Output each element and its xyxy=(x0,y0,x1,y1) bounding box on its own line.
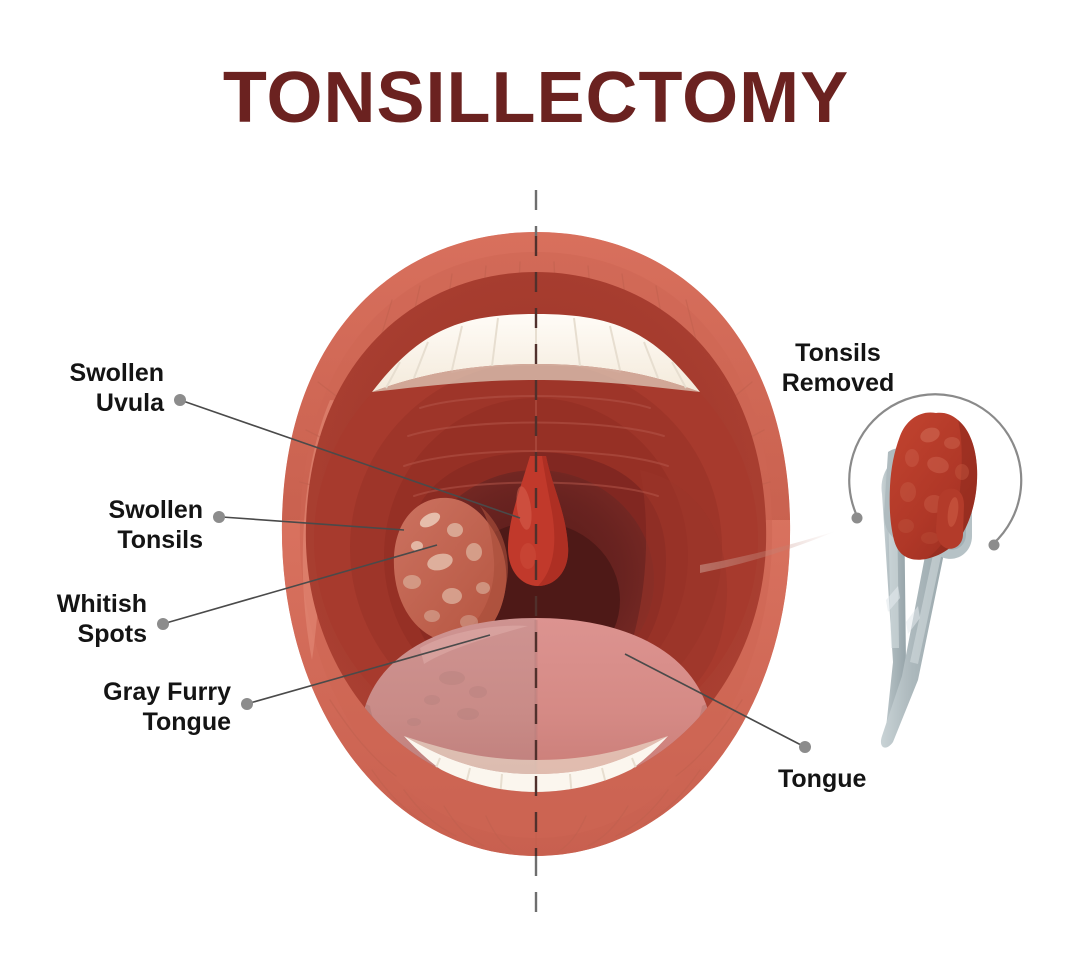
whitish-spot xyxy=(476,582,490,594)
tongue-right-normal xyxy=(536,618,710,790)
removed-tonsil-nodules xyxy=(898,427,969,544)
tongue-left-gray-furry xyxy=(362,618,536,790)
uvula-highlight xyxy=(516,486,532,530)
label-whitish-spots-line1: Whitish xyxy=(57,590,147,618)
leader-line-whitish-spots xyxy=(165,544,438,624)
label-whitish-spots-line2: Spots xyxy=(78,620,147,648)
leader-dot-swollen-uvula xyxy=(174,394,186,406)
inset-connector-line xyxy=(700,531,836,573)
removed-tonsil-shadow xyxy=(926,420,978,559)
label-whitish-spots: Whitish Spots xyxy=(57,590,147,648)
leader-line-tongue xyxy=(624,653,804,747)
uvula-highlight-lower xyxy=(520,543,536,569)
label-swollen-uvula: Swollen Uvula xyxy=(70,359,166,417)
forceps-arm-right-highlight xyxy=(910,522,948,664)
inset-bracket-arc xyxy=(848,393,1023,546)
removed-tonsil-lobe-highlight xyxy=(947,497,959,527)
label-gray-furry-tongue-line2: Tongue xyxy=(143,708,231,736)
leader-dot-tongue xyxy=(799,741,811,753)
label-swollen-uvula-line2: Uvula xyxy=(96,389,165,417)
label-gray-furry-tongue: Gray Furry Tongue xyxy=(103,678,231,736)
whitish-spot xyxy=(419,512,441,528)
label-tongue-line1: Tongue xyxy=(778,765,866,793)
tongue-highlight xyxy=(420,625,528,664)
swollen-tonsil-shadow xyxy=(446,506,508,644)
label-tonsils-removed-line1: Tonsils xyxy=(795,339,881,367)
whitish-spot xyxy=(427,553,453,571)
forceps-arm-left-streak xyxy=(886,586,900,612)
inset-bracket-dot-right xyxy=(988,539,1000,551)
forceps-arm-right-streak xyxy=(906,606,920,634)
uvula-shadow xyxy=(538,456,569,586)
label-swollen-tonsils: Swollen Tonsils xyxy=(109,496,203,554)
leader-line-swollen-tonsils xyxy=(221,516,405,531)
leader-dot-swollen-tonsils xyxy=(213,511,225,523)
whitish-spot xyxy=(442,588,462,604)
whitish-spot xyxy=(447,523,463,537)
label-gray-furry-tongue-line1: Gray Furry xyxy=(103,678,231,706)
label-swollen-tonsils-line1: Swollen xyxy=(109,496,203,524)
inset-bracket-dot-left xyxy=(851,512,863,524)
tongue-furry-texture xyxy=(407,671,487,726)
leader-dot-whitish-spots xyxy=(157,618,169,630)
label-swollen-uvula-line1: Swollen xyxy=(70,359,164,387)
page-title: TONSILLECTOMY xyxy=(223,58,849,138)
leader-dot-gray-furry-tongue xyxy=(241,698,253,710)
leader-lines xyxy=(157,394,811,753)
lower-teeth-shadow xyxy=(404,736,668,774)
label-tonsils-removed: Tonsils Removed xyxy=(782,339,895,397)
upper-teeth-shadow xyxy=(372,364,700,392)
label-swollen-tonsils-line2: Tonsils xyxy=(117,526,203,554)
whitish-spot xyxy=(466,543,482,561)
swollen-tonsil xyxy=(393,497,507,644)
label-tongue: Tongue xyxy=(778,765,866,793)
whitish-spot xyxy=(424,610,440,622)
label-tonsils-removed-line2: Removed xyxy=(782,369,895,397)
whitish-spot xyxy=(411,541,423,551)
whitish-spot xyxy=(403,575,421,589)
removed-tonsil-inset xyxy=(848,393,1023,748)
leader-line-gray-furry-tongue xyxy=(249,634,491,704)
leader-line-swollen-uvula xyxy=(182,400,521,519)
